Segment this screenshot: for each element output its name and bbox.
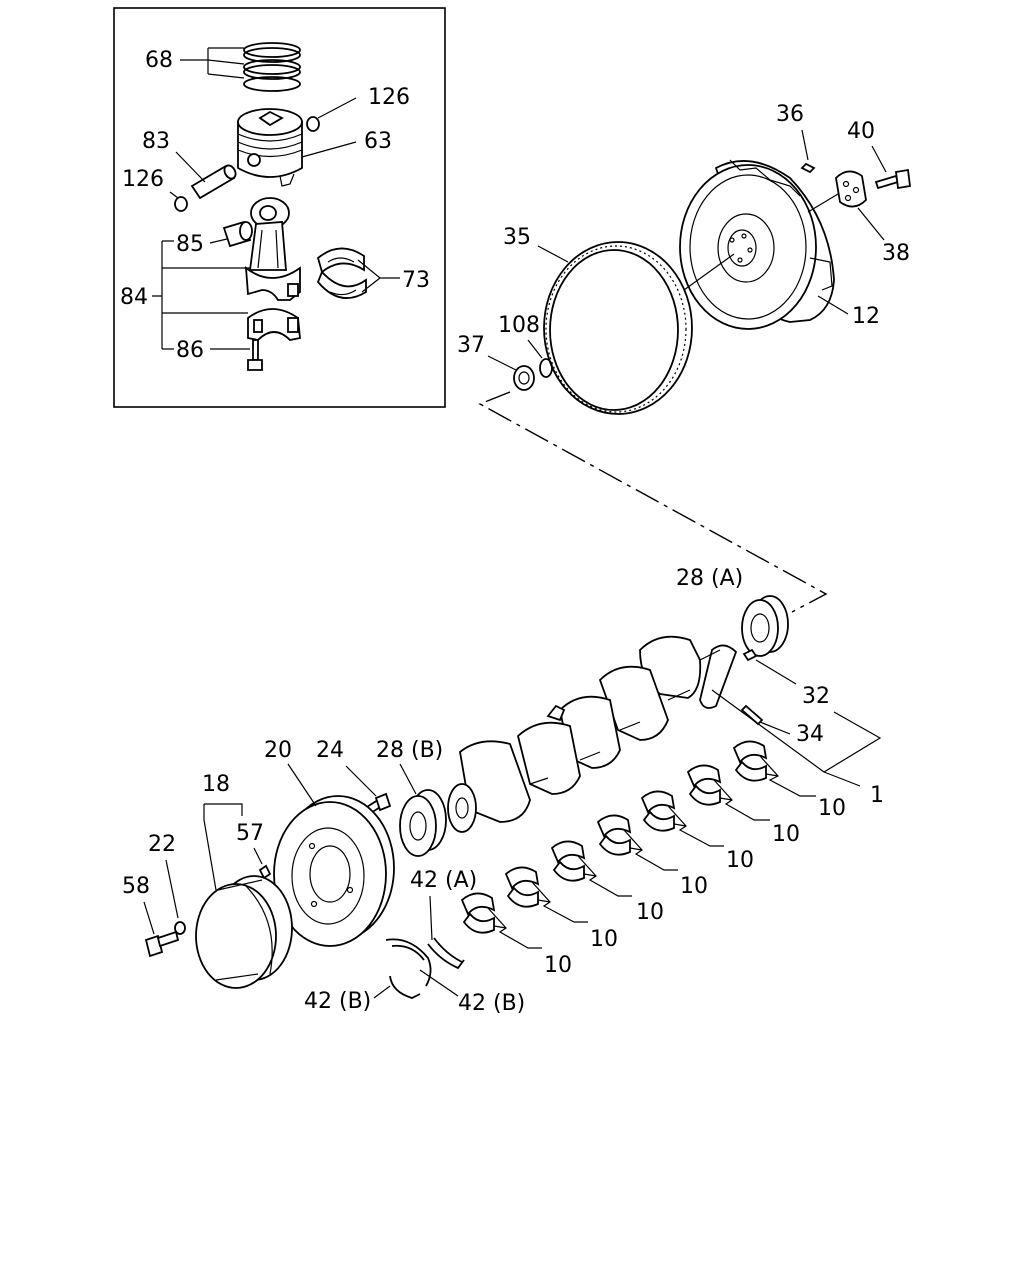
callout-10-6: 10 [590, 927, 618, 952]
callout-40: 40 [847, 119, 875, 144]
callout-12: 12 [852, 304, 880, 329]
flywheel-part [679, 159, 835, 330]
timing-gear-b-part [399, 789, 447, 857]
callout-24: 24 [316, 738, 344, 763]
callout-28b: 28 (B) [376, 738, 443, 763]
main-bearing-4-part [596, 814, 632, 856]
callout-10-3: 10 [726, 848, 754, 873]
callout-10-2: 10 [772, 822, 800, 847]
callout-108: 108 [498, 313, 540, 338]
flywheel-axis-line [683, 253, 735, 291]
pulley-washer-part [174, 921, 186, 935]
rod-bolt-part [247, 339, 263, 371]
callout-37: 37 [457, 333, 485, 358]
main-bearing-3-part [640, 790, 676, 832]
callout-10-4: 10 [680, 874, 708, 899]
thrust-washer-b2-part [389, 975, 421, 999]
pilot-bearing-part [513, 365, 535, 391]
connecting-rod-part [244, 197, 301, 301]
callout-1: 1 [870, 783, 884, 808]
ring-gear-part [543, 241, 693, 415]
assembly-center-line [478, 391, 828, 613]
flywheel-washer-plate-part [835, 170, 867, 208]
thrust-washer-b1-part [385, 938, 432, 987]
callout-36: 36 [776, 102, 804, 127]
callout-10-5: 10 [636, 900, 664, 925]
connecting-rod-cap-part [247, 308, 301, 341]
pulley-center-bolt-part [144, 930, 180, 958]
callout-34: 34 [796, 722, 824, 747]
callout-85: 85 [176, 232, 204, 257]
piston-rings-part [243, 42, 301, 92]
main-bearing-5-part [550, 840, 586, 882]
callout-126-lower: 126 [122, 167, 164, 192]
callout-83: 83 [142, 129, 170, 154]
callout-10-7: 10 [544, 953, 572, 978]
crank-pulley-part [273, 795, 395, 947]
main-bearing-6-part [504, 866, 540, 908]
callout-73: 73 [402, 268, 430, 293]
callout-20: 20 [264, 738, 292, 763]
small-end-bushing-part [222, 220, 253, 248]
callout-57: 57 [236, 821, 264, 846]
callout-42b-left: 42 (B) [304, 989, 371, 1014]
callout-63: 63 [364, 129, 392, 154]
main-bearing-7-part [460, 892, 496, 934]
crankshaft-part [447, 635, 738, 833]
callout-86: 86 [176, 338, 204, 363]
callout-38: 38 [882, 241, 910, 266]
callout-35: 35 [503, 225, 531, 250]
crank-key-part [742, 648, 758, 662]
pulley-dowel-pin-part [258, 864, 272, 880]
timing-gear-a-part [741, 595, 789, 657]
inset-frame [113, 7, 446, 408]
piston-pin-part [190, 164, 237, 200]
snap-ring-part [539, 358, 553, 378]
callout-58: 58 [122, 874, 150, 899]
flywheel-dowel-pin-part [800, 162, 816, 174]
front-pulley-part [195, 875, 293, 989]
callout-18: 18 [202, 772, 230, 797]
callout-42b-right: 42 (B) [458, 991, 525, 1016]
piston-part [237, 108, 303, 187]
main-bearing-1-part [732, 740, 768, 782]
thrust-washer-a-part [427, 937, 465, 970]
callout-32: 32 [802, 684, 830, 709]
circlip-upper-part [306, 116, 320, 132]
callout-42a: 42 (A) [410, 868, 477, 893]
circlip-lower-part [174, 196, 188, 212]
main-bearing-2-part [686, 764, 722, 806]
crank-pin-part [740, 704, 764, 726]
callout-126-upper: 126 [368, 85, 410, 110]
rod-bearing-lower-part [316, 270, 367, 299]
callout-28a: 28 (A) [676, 566, 743, 591]
callout-68: 68 [145, 48, 173, 73]
callout-10-1: 10 [818, 796, 846, 821]
rod-bearing-upper-part [316, 247, 365, 274]
callout-84: 84 [120, 285, 148, 310]
callout-22: 22 [148, 832, 176, 857]
flywheel-bolt-part [874, 168, 912, 190]
